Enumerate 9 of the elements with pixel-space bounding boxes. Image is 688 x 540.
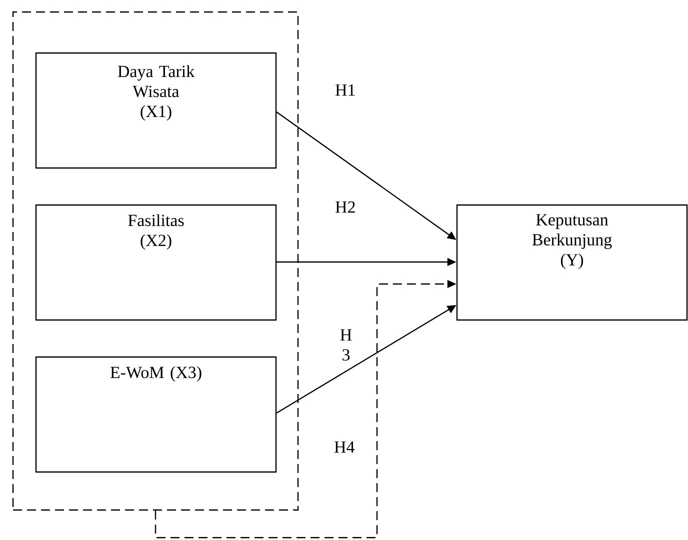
variable-box: Fasilitas (X2)	[35, 204, 277, 321]
hypothesis-label: H4	[334, 441, 354, 453]
hypothesis-label: H 3	[340, 329, 352, 361]
variable-box: Keputusan Berkunjung (Y)	[456, 204, 688, 321]
group-box	[12, 11, 299, 511]
variable-box: E-WoM (X3)	[35, 356, 277, 473]
hypothesis-label: H1	[336, 84, 355, 96]
hypothesis-label: H2	[336, 201, 355, 213]
variable-box: Daya Tarik Wisata (X1)	[35, 52, 277, 169]
